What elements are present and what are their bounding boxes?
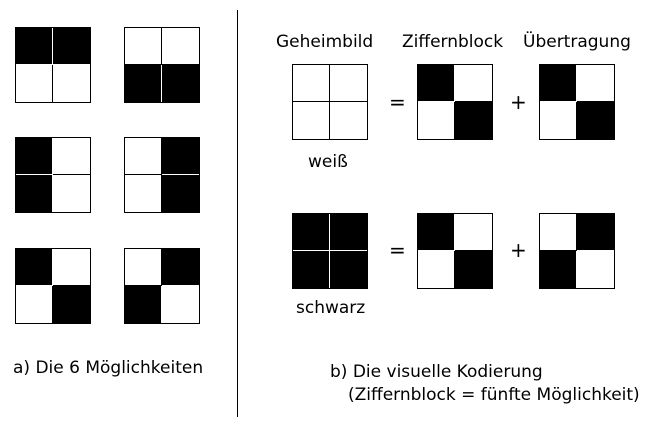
black-cell-tr — [162, 138, 199, 175]
pattern-5 — [15, 248, 91, 324]
pattern-3 — [15, 137, 91, 213]
header-transfer: Übertragung — [523, 32, 631, 52]
header-key-block: Ziffernblock — [402, 32, 504, 52]
black-cell-tr — [330, 214, 367, 251]
equals-sign-2: = — [389, 238, 406, 262]
key-pattern-2 — [417, 213, 493, 289]
white-cell-bl — [418, 251, 455, 288]
white-cell-br — [577, 251, 614, 288]
black-cell-bl — [125, 65, 162, 102]
black-cell-br — [162, 175, 199, 212]
black-cell-br — [330, 251, 367, 288]
right-caption-line2: (Ziffernblock = fünfte Möglichkeit) — [348, 385, 640, 405]
pattern-4 — [124, 137, 200, 213]
black-cell-tl — [16, 28, 53, 65]
black-cell-br — [577, 102, 614, 139]
white-cell-tr — [577, 65, 614, 102]
white-cell-tl — [125, 138, 162, 175]
white-cell-br — [53, 175, 90, 212]
black-cell-bl — [293, 251, 330, 288]
black-cell-tl — [418, 214, 455, 251]
plus-sign-1: + — [510, 90, 527, 114]
black-cell-br — [162, 65, 199, 102]
black-cell-br — [455, 251, 492, 288]
transfer-pattern-2 — [539, 213, 615, 289]
white-cell-tl — [125, 249, 162, 286]
black-cell-tl — [16, 249, 53, 286]
white-cell-tr — [455, 214, 492, 251]
black-cell-tr — [53, 28, 90, 65]
white-cell-bl — [293, 102, 330, 139]
black-cell-bl — [540, 251, 577, 288]
divider-line — [237, 10, 238, 417]
black-cell-tl — [293, 214, 330, 251]
black-cell-bl — [16, 175, 53, 212]
black-cell-bl — [125, 286, 162, 323]
black-cell-br — [455, 102, 492, 139]
white-cell-br — [162, 286, 199, 323]
key-pattern-1 — [417, 64, 493, 140]
white-cell-tr — [53, 138, 90, 175]
pattern-6 — [124, 248, 200, 324]
secret-black-pattern — [292, 213, 368, 289]
transfer-pattern-1 — [539, 64, 615, 140]
plus-sign-2: + — [510, 238, 527, 262]
white-cell-tr — [53, 249, 90, 286]
pattern-1 — [15, 27, 91, 103]
secret-white-pattern — [292, 64, 368, 140]
black-cell-tr — [577, 214, 614, 251]
black-cell-br — [53, 286, 90, 323]
white-cell-tl — [125, 28, 162, 65]
white-cell-br — [53, 65, 90, 102]
equals-sign-1: = — [389, 90, 406, 114]
label-white: weiß — [308, 152, 348, 172]
white-cell-bl — [540, 102, 577, 139]
white-cell-tr — [330, 65, 367, 102]
white-cell-bl — [16, 286, 53, 323]
white-cell-bl — [418, 102, 455, 139]
white-cell-tl — [293, 65, 330, 102]
header-secret-image: Geheimbild — [276, 32, 374, 52]
white-cell-tr — [162, 28, 199, 65]
black-cell-tl — [418, 65, 455, 102]
white-cell-bl — [125, 175, 162, 212]
white-cell-br — [330, 102, 367, 139]
left-caption: a) Die 6 Möglichkeiten — [13, 358, 204, 378]
black-cell-tl — [16, 138, 53, 175]
white-cell-tr — [455, 65, 492, 102]
black-cell-tl — [540, 65, 577, 102]
white-cell-tl — [540, 214, 577, 251]
black-cell-tr — [162, 249, 199, 286]
right-caption-line1: b) Die visuelle Kodierung — [330, 362, 543, 382]
pattern-2 — [124, 27, 200, 103]
label-black: schwarz — [296, 298, 366, 318]
white-cell-bl — [16, 65, 53, 102]
